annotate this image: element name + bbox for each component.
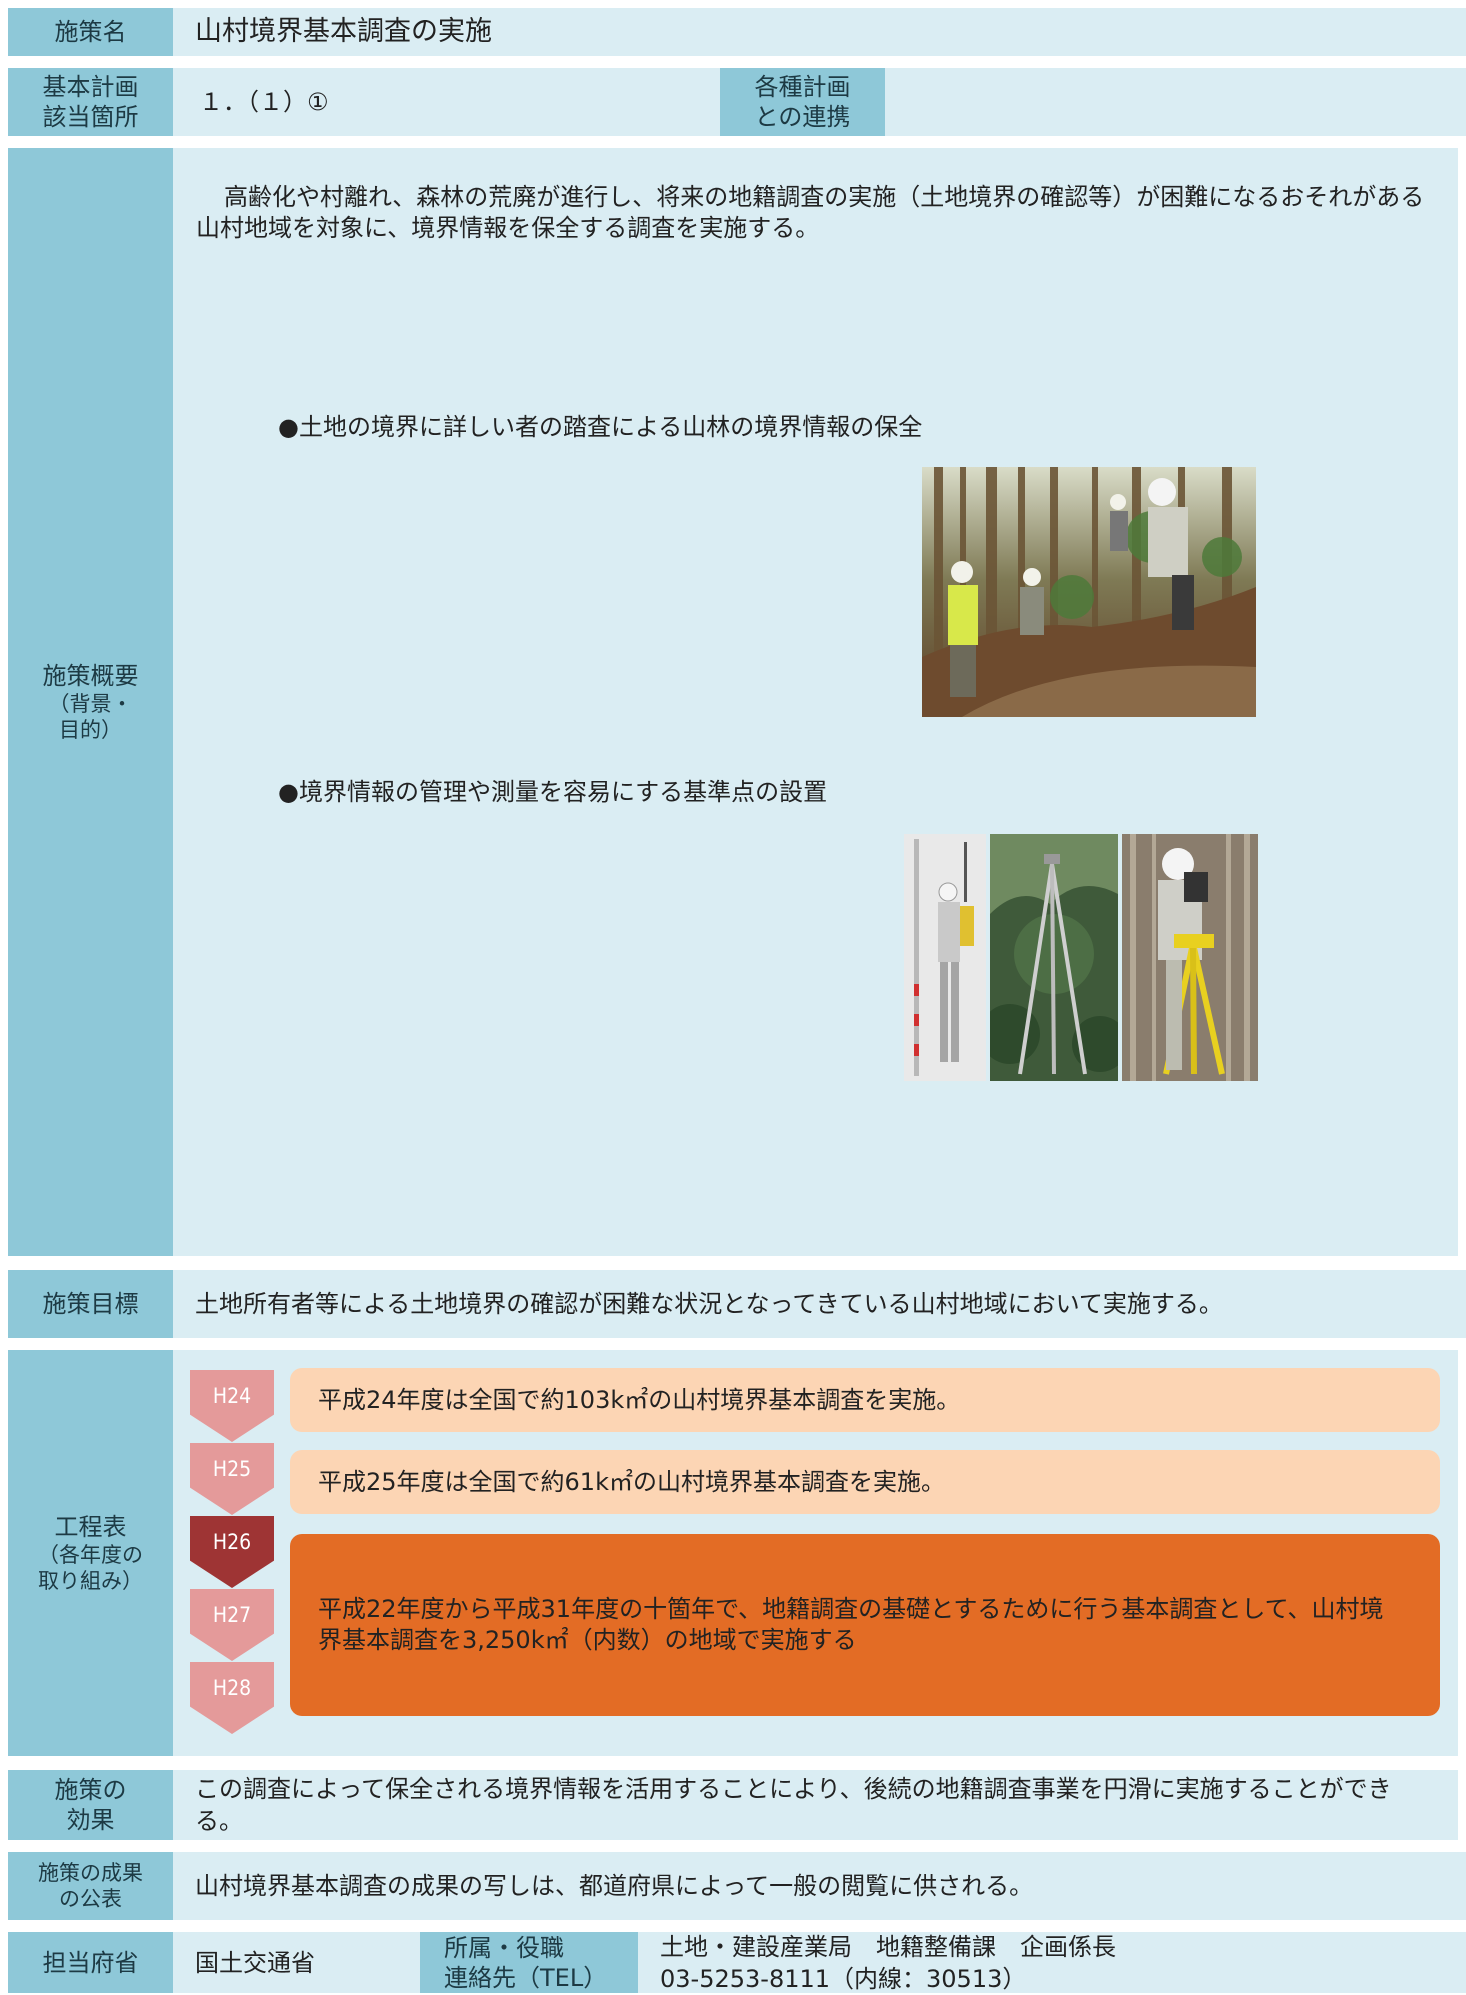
coordination-label-line1: 各種計画 bbox=[754, 73, 851, 101]
basic-plan-label: 基本計画 該当箇所 bbox=[8, 68, 173, 136]
overview-label-line1: 施策概要 bbox=[42, 662, 139, 690]
overview-bullet-reference-points: ●境界情報の管理や測量を容易にする基準点の設置 bbox=[278, 778, 828, 806]
schedule-item-h24: 平成24年度は全国で約103k㎡の山村境界基本調査を実施。 bbox=[290, 1368, 1440, 1432]
target-value: 土地所有者等による土地境界の確認が困難な状況となってきている山村地域において実施… bbox=[195, 1290, 1223, 1318]
total-station-photo-image bbox=[1122, 834, 1258, 1081]
forest-survey-photo-image bbox=[922, 467, 1256, 717]
ministry-cell: 国土交通省 bbox=[173, 1932, 435, 1993]
tripod-photo-image bbox=[990, 834, 1118, 1081]
contact-label-line2: 連絡先（TEL） bbox=[444, 1963, 608, 1992]
effect-cell: この調査によって保全される境界情報を活用することにより、後続の地籍調査事業を円滑… bbox=[173, 1770, 1458, 1840]
contact-label-line1: 所属・役職 bbox=[444, 1933, 564, 1962]
overview-cell bbox=[173, 148, 1458, 1256]
ministry-label: 担当府省 bbox=[8, 1932, 173, 1993]
coordination-label-line2: との連携 bbox=[754, 103, 851, 131]
basic-plan-label-line2: 該当箇所 bbox=[42, 103, 139, 131]
overview-text: 高齢化や村離れ、森林の荒廃が進行し、将来の地籍調査の実施（土地境界の確認等）が困… bbox=[196, 183, 1425, 242]
policy-name-cell: 山村境界基本調査の実施 bbox=[173, 8, 1466, 56]
publication-label: 施策の成果 の公表 bbox=[8, 1852, 173, 1920]
schedule-item-h25: 平成25年度は全国で約61k㎡の山村境界基本調査を実施。 bbox=[290, 1450, 1440, 1514]
gps-survey-photo-image bbox=[904, 834, 986, 1081]
overview-label-line2: （背景・ bbox=[48, 692, 133, 716]
target-cell: 土地所有者等による土地境界の確認が困難な状況となってきている山村地域において実施… bbox=[173, 1270, 1466, 1338]
coordination-label: 各種計画 との連携 bbox=[720, 68, 885, 136]
ministry-label-text: 担当府省 bbox=[42, 1948, 139, 1977]
schedule-label-line1: 工程表 bbox=[54, 1513, 127, 1541]
publication-label-line1: 施策の成果 bbox=[38, 1861, 143, 1885]
schedule-item-h26-plan: 平成22年度から平成31年度の十箇年で、地籍調査の基礎とするために行う基本調査と… bbox=[290, 1534, 1440, 1716]
policy-name-label: 施策名 bbox=[8, 8, 173, 56]
schedule-item-h24-text: 平成24年度は全国で約103k㎡の山村境界基本調査を実施。 bbox=[318, 1385, 961, 1414]
tripod-photo bbox=[990, 834, 1118, 1081]
overview-label: 施策概要 （背景・ 目的） bbox=[8, 148, 173, 1256]
policy-name-label-text: 施策名 bbox=[54, 18, 127, 46]
effect-label: 施策の 効果 bbox=[8, 1770, 173, 1840]
schedule-label-line3: 取り組み） bbox=[38, 1569, 143, 1593]
basic-plan-value: １．（１）① bbox=[199, 88, 329, 116]
overview-bullet-boundary-survey: ●土地の境界に詳しい者の踏査による山林の境界情報の保全 bbox=[278, 413, 923, 441]
contact-label: 所属・役職 連絡先（TEL） bbox=[420, 1932, 638, 1993]
publication-label-line2: の公表 bbox=[59, 1887, 122, 1911]
effect-value: この調査によって保全される境界情報を活用することにより、後続の地籍調査事業を円滑… bbox=[195, 1775, 1392, 1835]
schedule-label: 工程表 （各年度の 取り組み） bbox=[8, 1350, 173, 1756]
gps-survey-photo bbox=[904, 834, 986, 1081]
target-label: 施策目標 bbox=[8, 1270, 173, 1338]
basic-plan-cell: １．（１）① bbox=[173, 68, 725, 136]
coordination-cell bbox=[885, 68, 1466, 136]
basic-plan-label-line1: 基本計画 bbox=[42, 73, 139, 101]
schedule-label-line2: （各年度の bbox=[38, 1543, 143, 1567]
overview-label-line3: 目的） bbox=[59, 718, 122, 742]
effect-label-line1: 施策の bbox=[54, 1776, 127, 1804]
ministry-value: 国土交通省 bbox=[195, 1948, 315, 1977]
contact-dept: 土地・建設産業局 地籍整備課 企画係長 bbox=[660, 1932, 1116, 1961]
total-station-photo bbox=[1122, 834, 1258, 1081]
schedule-item-h26-text: 平成22年度から平成31年度の十箇年で、地籍調査の基礎とするために行う基本調査と… bbox=[318, 1595, 1384, 1654]
effect-label-line2: 効果 bbox=[66, 1806, 115, 1834]
schedule-item-h25-text: 平成25年度は全国で約61k㎡の山村境界基本調査を実施。 bbox=[318, 1467, 945, 1496]
contact-cell: 土地・建設産業局 地籍整備課 企画係長 03-5253-8111（内線：3051… bbox=[638, 1932, 1466, 1993]
target-label-text: 施策目標 bbox=[42, 1290, 139, 1318]
contact-tel: 03-5253-8111（内線：30513） bbox=[660, 1964, 1027, 1993]
forest-survey-photo bbox=[922, 467, 1256, 717]
publication-value: 山村境界基本調査の成果の写しは、都道府県によって一般の閲覧に供される。 bbox=[195, 1872, 1034, 1900]
policy-name-value: 山村境界基本調査の実施 bbox=[195, 16, 492, 47]
publication-cell: 山村境界基本調査の成果の写しは、都道府県によって一般の閲覧に供される。 bbox=[173, 1852, 1466, 1920]
